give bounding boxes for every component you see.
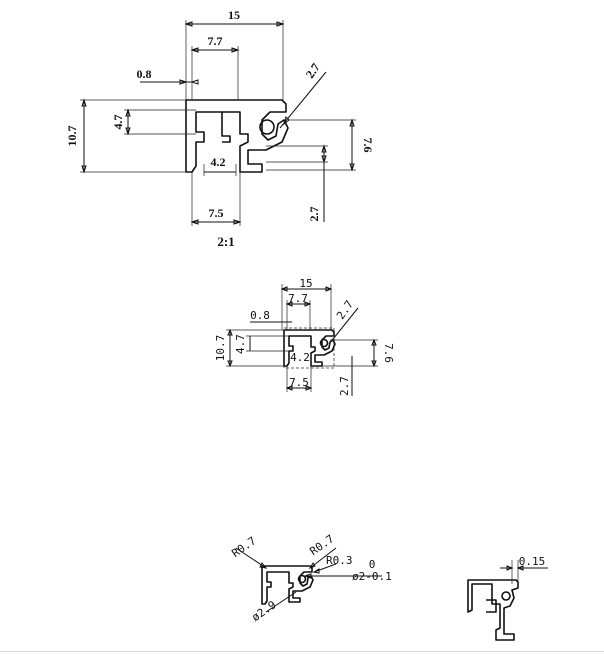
bore-label: ø2-0.1 [352,570,392,583]
dim-offset-small: 7.7 [288,292,308,305]
dim-slot-large: 4.2 [211,155,226,169]
scale-label: 2:1 [217,234,234,249]
profile-inner-slot-large [221,112,231,143]
profile-outline-thickness [467,579,519,641]
dim-depth-large: 4.7 [111,115,125,130]
dim-lip-large: 7.6 [361,138,375,153]
profile-outline-radius [261,565,314,605]
dim-depth-small: 4.7 [234,334,247,354]
dim-width-small: 15 [299,277,312,290]
radius-detail-view: R0.7 R0.7 R0.3 0 ø2-0.1 ø2.9 [229,532,391,624]
profile-outline-small [283,329,336,367]
thickness-label: 0.15 [519,555,546,568]
dim-wall-large: 0.8 [137,67,152,81]
dim-width-large: 15 [228,8,240,22]
dim-tail-small: 2.7 [338,376,351,396]
dim-tail-large: 2.7 [307,207,321,222]
page-bottom-rule [0,651,604,652]
profile-view-small: 15 7.7 0.8 2.7 10.7 4.7 4.2 7.6 7.5 2.7 [214,277,395,396]
dim-bottom-large: 7.5 [209,206,224,220]
dim-corner-large: 2.7 [303,61,323,81]
dim-lip-small: 7.6 [382,343,395,363]
tolerance-upper-label: 0 [369,558,376,571]
dim-offset-large: 7.7 [208,34,223,48]
profile-outline-large [185,99,289,173]
dim-slot-small: 4.2 [290,351,310,364]
dim-bottom-small: 7.5 [289,376,309,389]
dim-height-large: 10.7 [65,126,79,147]
radius-left-label: R0.7 [229,534,258,560]
diameter-label: ø2.9 [249,598,278,624]
profile-view-large: 15 7.7 0.8 2.7 10.7 4.7 4.2 7.6 7.5 2.7 … [65,8,375,249]
dim-corner-small: 2.7 [334,298,356,322]
profile-bore-large [259,119,275,135]
thickness-detail-view: 0.15 [467,555,548,641]
dim-height-small: 10.7 [214,335,227,362]
dim-wall-small: 0.8 [250,309,270,322]
radius-inner-label: R0.3 [326,554,353,567]
